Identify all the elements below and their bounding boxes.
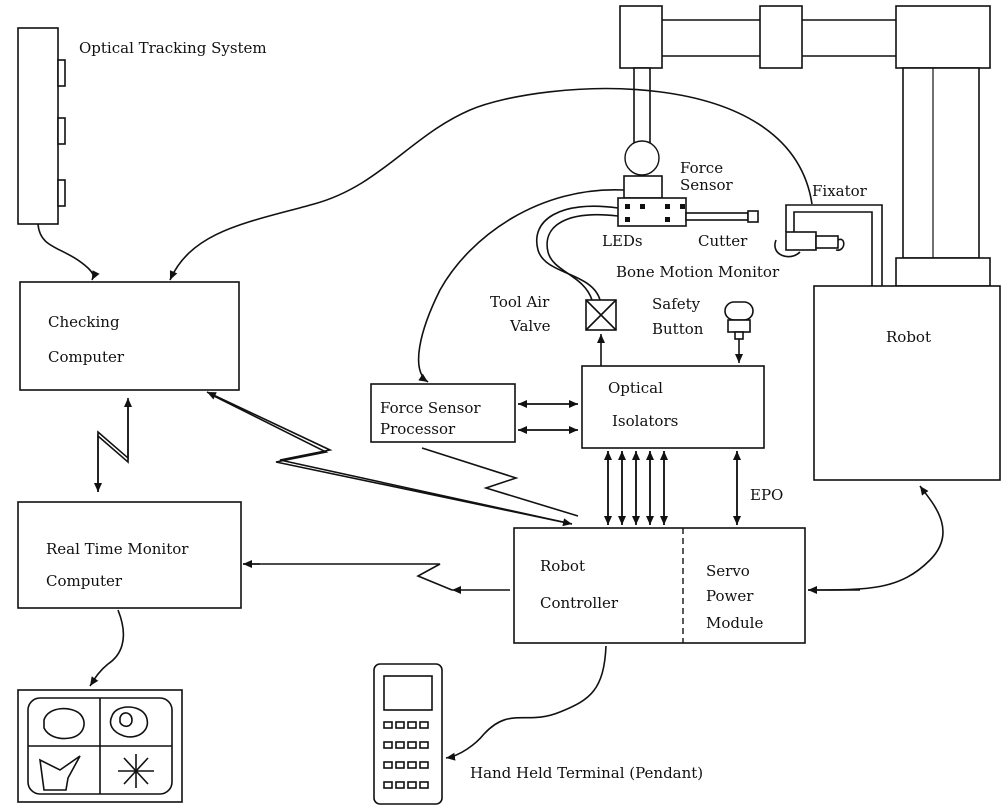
safety-button-label-2: Button bbox=[652, 320, 704, 338]
pendant-key bbox=[419, 761, 429, 769]
robot-label: Robot bbox=[886, 328, 931, 346]
pendant-key bbox=[419, 741, 429, 749]
pendant-key bbox=[407, 741, 417, 749]
epo-label: EPO bbox=[750, 486, 783, 504]
optical-isolators-label-1: Optical bbox=[608, 379, 663, 397]
pendant-key bbox=[395, 781, 405, 789]
bone-motion-monitor-label: Bone Motion Monitor bbox=[616, 263, 780, 281]
pendant-key bbox=[407, 761, 417, 769]
pendant-key bbox=[419, 721, 429, 729]
servo-power-module-label-2: Power bbox=[706, 587, 754, 605]
optical-tracking-device bbox=[17, 27, 66, 225]
robot-controller-label-1: Robot bbox=[540, 557, 585, 575]
air-hose bbox=[535, 205, 619, 301]
real-time-monitor-label-2: Computer bbox=[46, 572, 123, 590]
fixator-label: Fixator bbox=[812, 182, 868, 200]
servo-power-module-label-3: Module bbox=[706, 614, 763, 632]
force-sensor-label-1: Force bbox=[680, 159, 723, 177]
pendant-key bbox=[383, 761, 393, 769]
tool-air-valve-label-1: Tool Air bbox=[490, 293, 550, 311]
robot-controller-box bbox=[513, 527, 806, 644]
safety-button-label-1: Safety bbox=[652, 295, 701, 313]
checking-computer-box bbox=[19, 281, 240, 391]
optical-isolators-label-2: Isolators bbox=[612, 412, 678, 430]
force-sensor-processor-label-1: Force Sensor bbox=[380, 399, 481, 417]
force-sensor-label-2: Sensor bbox=[680, 176, 734, 194]
hand-held-terminal-label: Hand Held Terminal (Pendant) bbox=[470, 764, 703, 782]
pendant-key bbox=[407, 781, 417, 789]
checking-computer-label-2: Computer bbox=[48, 348, 125, 366]
pendant-key bbox=[395, 761, 405, 769]
force-sensor-processor-label-2: Processor bbox=[380, 420, 456, 438]
tool-air-valve-label-2: Valve bbox=[509, 317, 551, 335]
pendant-key bbox=[407, 721, 417, 729]
force-sensor-processor-box bbox=[370, 383, 516, 443]
checking-computer-label-1: Checking bbox=[48, 313, 120, 331]
leds-label: LEDs bbox=[602, 232, 643, 250]
cutter-label: Cutter bbox=[698, 232, 748, 250]
display-screen-icon bbox=[17, 689, 183, 803]
optical-isolators-box bbox=[581, 365, 765, 449]
tool-air-valve-icon bbox=[585, 299, 617, 331]
pendant-key bbox=[395, 721, 405, 729]
pendant-key bbox=[383, 741, 393, 749]
pendant-key bbox=[383, 721, 393, 729]
fixator-icon bbox=[774, 204, 883, 288]
real-time-monitor-label-1: Real Time Monitor bbox=[46, 540, 189, 558]
real-time-monitor-box bbox=[17, 501, 242, 609]
robot-box bbox=[813, 285, 1001, 481]
pendant-key bbox=[395, 741, 405, 749]
tool-assembly bbox=[617, 197, 759, 227]
pendant-key bbox=[419, 781, 429, 789]
robot-controller-label-2: Controller bbox=[540, 594, 619, 612]
pendant-key bbox=[383, 781, 393, 789]
optical-tracking-system-label: Optical Tracking System bbox=[79, 39, 267, 57]
servo-power-module-label-1: Servo bbox=[706, 562, 750, 580]
hand-held-terminal-icon bbox=[373, 663, 443, 805]
safety-button-icon bbox=[724, 301, 754, 340]
connections bbox=[37, 87, 944, 761]
robot-arm bbox=[619, 5, 991, 287]
